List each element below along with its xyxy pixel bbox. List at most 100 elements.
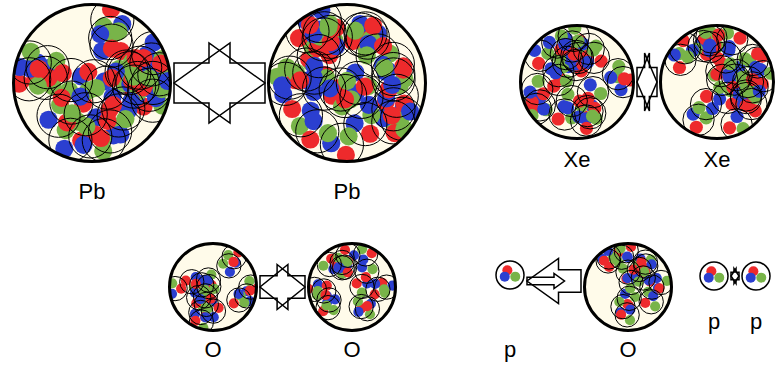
nucleon-outline <box>690 88 721 119</box>
nucleon-outline <box>49 118 92 161</box>
nucleus-ground <box>307 242 397 332</box>
quark <box>228 257 238 267</box>
hollow-arrow <box>527 259 581 304</box>
quark <box>599 256 609 266</box>
proton-circle: p <box>699 261 729 291</box>
nucleon-outline <box>570 105 601 136</box>
nucleon-outline <box>196 268 220 292</box>
quark <box>29 77 47 95</box>
hollow-arrow <box>637 53 657 111</box>
quark <box>30 60 48 78</box>
nucleon-outline <box>616 260 640 284</box>
nucleus-outline <box>585 244 672 331</box>
quark <box>723 121 736 134</box>
quark <box>379 284 389 294</box>
nucleon-outline <box>525 40 556 71</box>
proton-ground <box>496 261 524 289</box>
quark <box>394 61 412 79</box>
quark <box>700 90 713 103</box>
nucleus-ground <box>583 242 673 332</box>
nucleon-outline <box>88 110 131 153</box>
proton-ground <box>742 262 770 290</box>
hollow-arrow <box>260 265 305 310</box>
nucleon-outline <box>340 75 383 118</box>
particle-label: Pb <box>334 180 361 204</box>
collision-arrow <box>637 53 657 111</box>
nucleon-outline <box>719 64 750 95</box>
quark <box>692 101 705 114</box>
nucleus-circle: O <box>168 242 258 332</box>
nucleon-outline <box>372 52 415 95</box>
nucleon-outline <box>356 34 399 77</box>
nucleon-outline <box>268 56 311 99</box>
particle-label: Pb <box>79 180 106 204</box>
nucleus-illustration <box>168 242 258 332</box>
hollow-arrow <box>260 265 305 310</box>
nucleus-outline <box>309 244 396 331</box>
nucleon-outline <box>609 245 633 269</box>
nucleon-outline <box>560 49 591 80</box>
nucleon-outline <box>293 51 336 94</box>
nucleon-outline <box>577 77 608 108</box>
nucleon-outline <box>317 288 341 312</box>
nucleus-outline <box>14 5 171 162</box>
quark <box>352 278 362 288</box>
nucleon-outline <box>297 35 340 78</box>
proton-circle: p <box>741 261 771 291</box>
quark <box>595 54 608 67</box>
nucleon-outline <box>522 73 553 104</box>
proton-outline <box>742 262 770 290</box>
quark <box>87 79 105 97</box>
quark <box>283 100 301 118</box>
nucleus-circle: Pb <box>267 3 427 163</box>
quark <box>584 78 597 91</box>
proton-illustration <box>741 261 771 291</box>
nucleus-illustration <box>519 24 635 140</box>
quark <box>704 273 714 283</box>
quark <box>305 112 323 130</box>
nucleon-outline <box>617 286 641 310</box>
nucleon-outline <box>138 53 181 96</box>
nucleon-outline <box>193 284 217 308</box>
nucleus-circle: Pb <box>12 3 172 163</box>
nucleon-outline <box>50 81 93 124</box>
nucleus-circle: Xe <box>659 24 775 140</box>
nucleon-outline <box>303 12 346 55</box>
nucleon-outline <box>557 31 588 62</box>
nucleus-circle: O <box>583 242 673 332</box>
nucleon-outline <box>319 68 362 111</box>
nucleon-outline <box>372 58 415 101</box>
nucleus-circle: O <box>307 242 397 332</box>
nucleus-ground <box>267 3 427 163</box>
hollow-arrow <box>174 43 265 123</box>
nucleus-outline <box>661 26 774 139</box>
nucleon-outline <box>707 64 738 95</box>
particle-label: Xe <box>704 148 731 172</box>
quark <box>618 72 631 85</box>
hollow-arrow <box>731 269 739 284</box>
quark <box>273 76 291 94</box>
nucleon-outline <box>730 82 761 113</box>
quark <box>500 272 510 282</box>
hollow-arrow <box>731 269 739 284</box>
nucleon-outline <box>332 255 356 279</box>
quark <box>92 129 110 147</box>
proton-outline <box>496 261 524 289</box>
nucleon-outline <box>239 275 263 299</box>
nucleon-outline <box>611 295 635 319</box>
nucleon-outline <box>344 12 387 55</box>
nucleon-outline <box>355 259 379 283</box>
quark <box>319 124 337 142</box>
quark <box>79 63 97 81</box>
quark <box>543 36 556 49</box>
nucleon-outline <box>550 38 581 69</box>
nucleon-outline <box>89 16 132 59</box>
particle-label: p <box>750 310 762 334</box>
proton-illustration <box>495 260 525 290</box>
particle-label: p <box>504 338 516 362</box>
nucleon-outline <box>37 94 80 137</box>
quark <box>218 259 228 269</box>
nucleon-outline <box>85 66 128 109</box>
quark <box>714 273 724 283</box>
